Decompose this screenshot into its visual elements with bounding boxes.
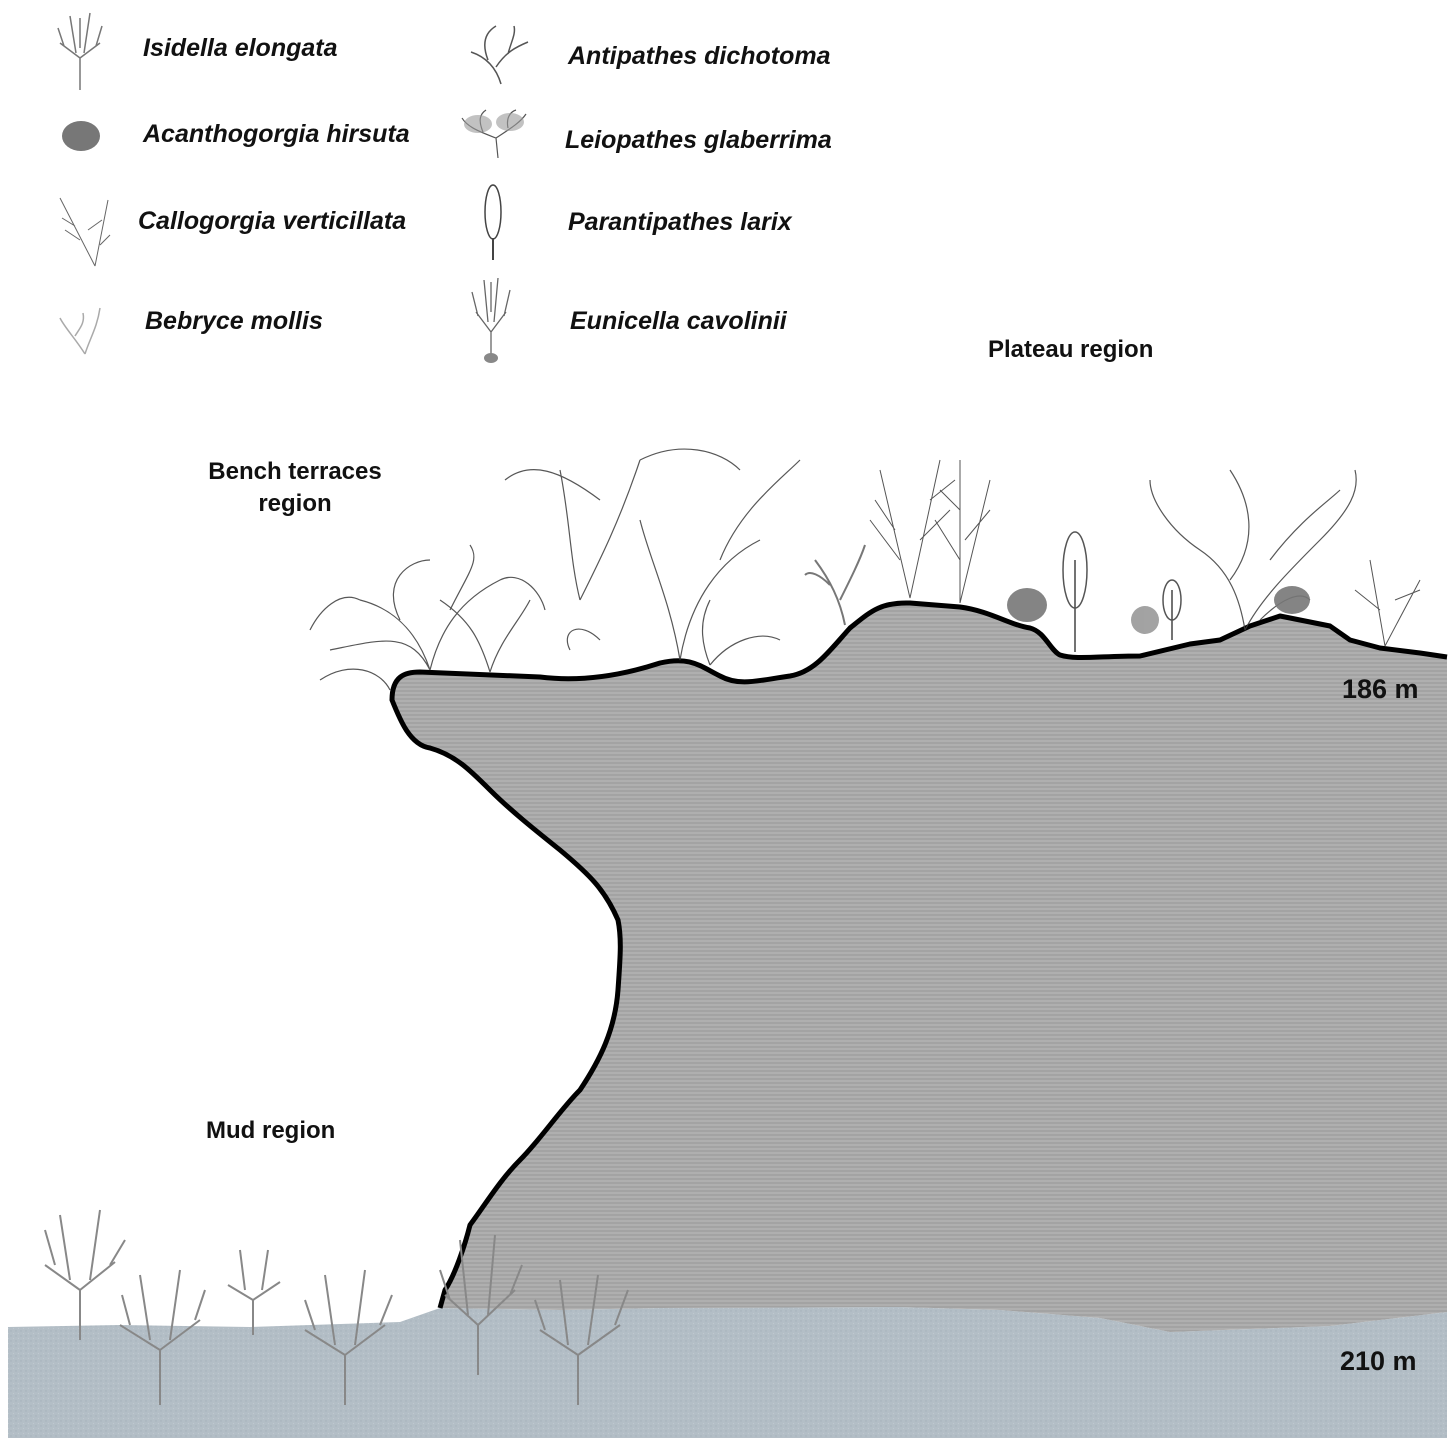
legend-label-bebryce: Bebryce mollis bbox=[145, 307, 323, 336]
legend-label-isidella: Isidella elongata bbox=[143, 34, 338, 63]
acanthogorgia-hirsuta-icon bbox=[58, 118, 104, 156]
legend-label-leiopathes: Leiopathes glaberrima bbox=[565, 126, 832, 155]
rock-outcrop bbox=[392, 603, 1447, 1332]
legend-label-acanthogorgia: Acanthogorgia hirsuta bbox=[143, 120, 410, 149]
antipathes-plateau bbox=[805, 545, 865, 625]
depth-210-label: 210 m bbox=[1340, 1346, 1417, 1377]
isidella-elongata-icon bbox=[50, 8, 110, 92]
parantipathes-plateau bbox=[1063, 532, 1181, 652]
legend-label-antipathes: Antipathes dichotoma bbox=[568, 42, 831, 71]
legend-label-callogorgia: Callogorgia verticillata bbox=[138, 207, 406, 236]
bench-terraces-label: Bench terraces region bbox=[200, 456, 390, 520]
antipathes-dichotoma-icon bbox=[466, 22, 532, 86]
legend-label-eunicella: Eunicella cavolinii bbox=[570, 307, 787, 336]
legend-label-parantipathes: Parantipathes larix bbox=[568, 208, 792, 237]
depth-186-label: 186 m bbox=[1342, 674, 1419, 705]
callogorgia-verticillata-icon bbox=[50, 190, 114, 268]
plateau-region-label: Plateau region bbox=[988, 334, 1153, 366]
bench-terraces-line2: region bbox=[200, 488, 390, 520]
leiopathes-glaberrima-icon bbox=[458, 108, 530, 160]
eunicella-cavolinii-icon bbox=[466, 272, 516, 366]
bebryce-mollis-icon bbox=[55, 298, 105, 356]
mud-region-label: Mud region bbox=[206, 1115, 335, 1147]
bench-terraces-line1: Bench terraces bbox=[200, 456, 390, 488]
parantipathes-larix-icon bbox=[478, 182, 508, 262]
